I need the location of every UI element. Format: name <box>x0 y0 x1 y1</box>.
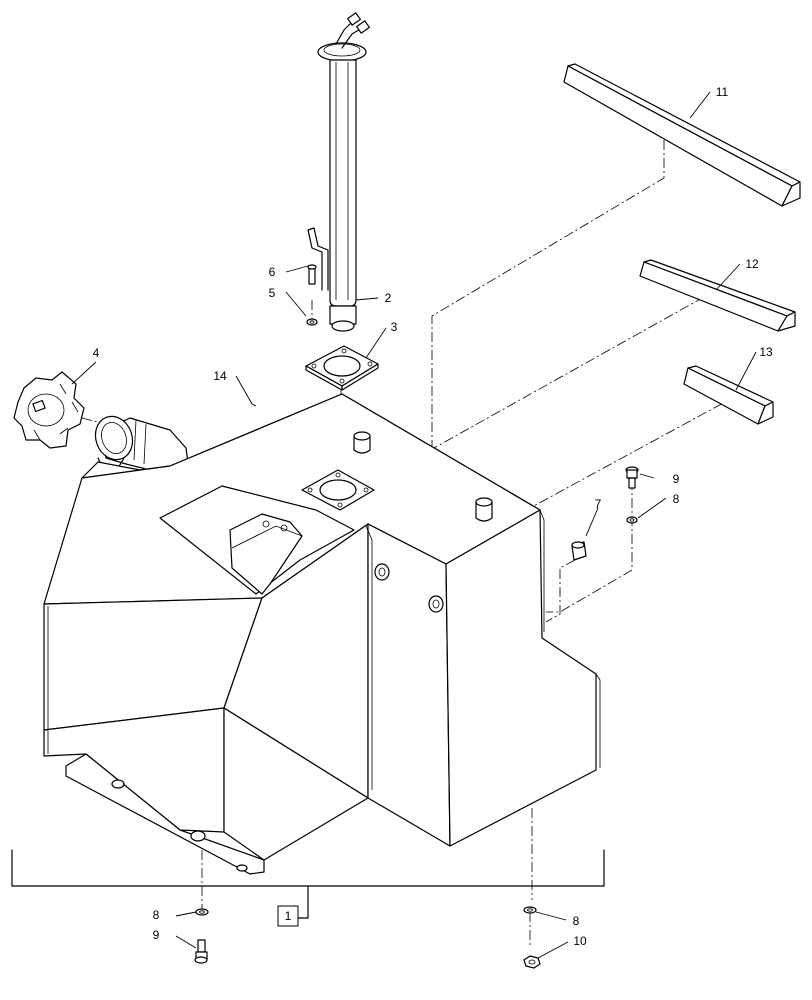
washer-5 <box>306 318 318 326</box>
fuel-cap-4 <box>13 371 85 449</box>
washer-8-bottom-right <box>523 906 537 914</box>
bar-13 <box>683 365 774 425</box>
gasket-3 <box>305 345 379 391</box>
fuel-tank-14 <box>43 393 601 875</box>
callout-8-upper: 8 <box>673 492 680 506</box>
callout-6: 6 <box>269 265 276 279</box>
callout-3: 3 <box>391 320 398 334</box>
callout-1: 1 <box>285 909 292 923</box>
callout-13: 13 <box>759 345 773 359</box>
screw-6 <box>307 264 317 285</box>
washer-8-bottom-left <box>195 908 209 916</box>
fuel-level-sender <box>307 12 370 332</box>
callout-9-upper: 9 <box>673 472 680 486</box>
leader-lines <box>71 91 757 959</box>
bolt-9-upper <box>625 466 639 489</box>
callout-5: 5 <box>269 286 276 300</box>
callout-9-bottom-left: 9 <box>153 928 160 942</box>
assembly-bracket <box>11 849 605 919</box>
callout-2: 2 <box>385 291 392 305</box>
plug-7 <box>571 541 587 561</box>
washer-8-upper <box>626 516 638 524</box>
bar-12 <box>639 259 796 332</box>
nut-10 <box>523 955 541 969</box>
callout-labels: 1 2 3 4 5 6 7 8 8 8 9 9 10 11 12 13 14 <box>93 85 773 948</box>
bolt-9-bottom-left <box>194 939 208 964</box>
callout-4: 4 <box>93 346 100 360</box>
callout-1-box <box>277 905 299 927</box>
callout-12: 12 <box>745 257 759 271</box>
callout-7: 7 <box>595 497 602 511</box>
bar-11 <box>563 63 801 207</box>
callout-11: 11 <box>716 85 729 99</box>
callout-8-bottom-right: 8 <box>573 914 580 928</box>
callout-8-bottom-left: 8 <box>153 908 160 922</box>
callout-14: 14 <box>213 369 227 383</box>
callout-10: 10 <box>573 934 587 948</box>
